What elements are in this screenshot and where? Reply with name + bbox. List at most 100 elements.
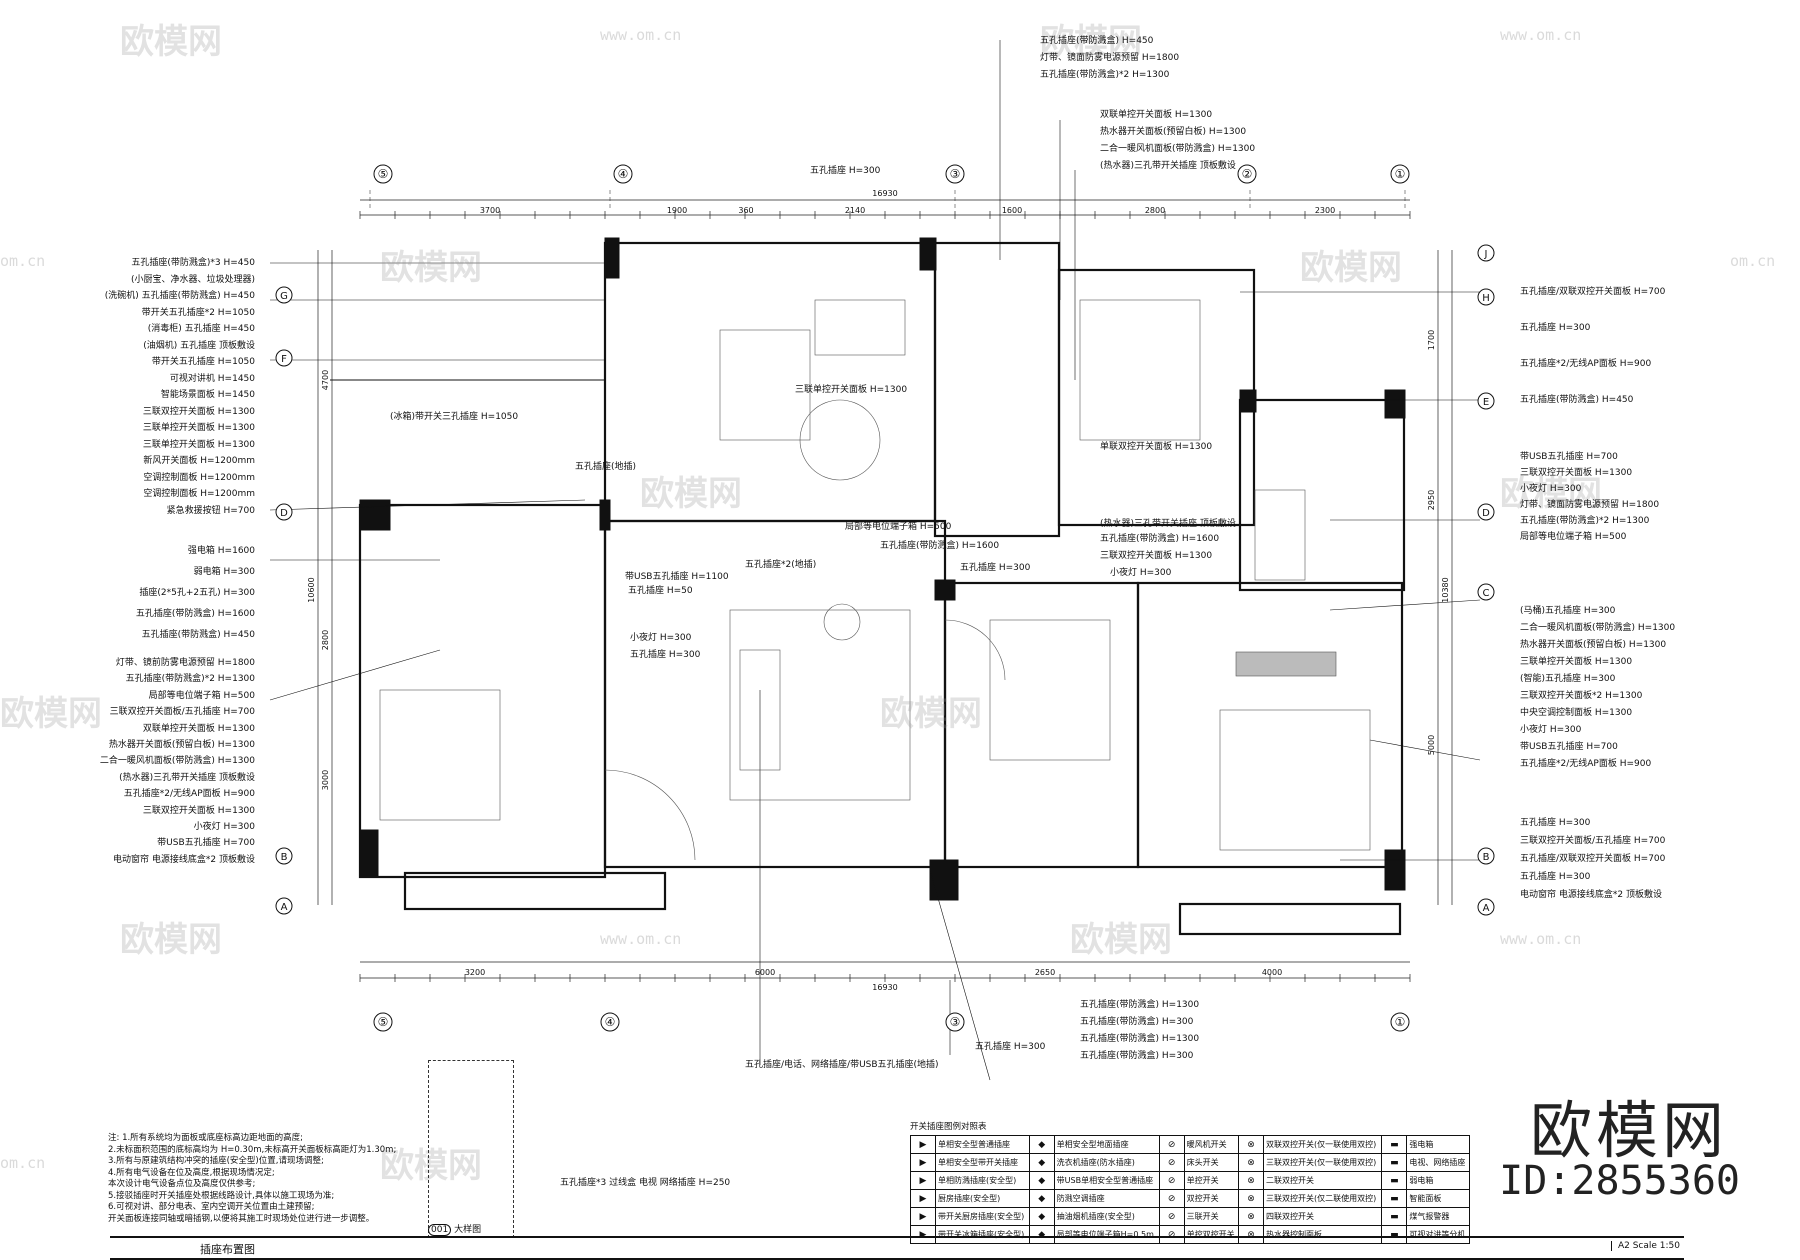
legend-text: 带开关厨房插座(安全型) [935, 1207, 1030, 1226]
axis-bubble-label: G [280, 291, 288, 302]
annotation-label: 三联单控开关面板 H=1300 [142, 439, 255, 450]
door-swing [944, 619, 1006, 681]
annotation-label: (冰箱)带开关三孔插座 H=1050 [390, 412, 519, 422]
wall-outline [1057, 268, 1256, 527]
wall-outline [403, 871, 667, 911]
axis-bubble [1477, 503, 1495, 521]
legend-row: ▶厨房插座(安全型)◆防溅空调插座⊘双控开关⊗三联双控开关(仅二联使用双控)▬智… [910, 1189, 1470, 1208]
annotation-label: 二合一暖风机面板(带防溅盒) H=1300 [99, 756, 255, 767]
legend-symbol-icon: ▬ [1381, 1189, 1408, 1208]
annotation-label: 单联双控开关面板 H=1300 [1100, 442, 1213, 452]
annotation-label: 三联双控开关面板 H=1300 [142, 805, 255, 816]
leader-line [929, 869, 991, 1081]
watermark-brand: 欧模网 [380, 248, 482, 288]
bed [379, 689, 501, 821]
axis-bubble-label: ③ [950, 167, 961, 181]
annotation-label: 二合一暖风机面板(带防溅盒) H=1300 [1100, 144, 1256, 154]
annotation-label: 三联双控开关面板 H=1300 [1100, 551, 1213, 561]
annotation-label: (小厨宝、净水器、垃圾处理器) [130, 274, 255, 285]
watermark-site: om.cn [0, 1154, 46, 1172]
legend-text: 暖风机开关 [1183, 1135, 1240, 1154]
note-line: 开关面板连接同轴或暗插钢,以便将其施工时现场处位进行进一步调整。 [108, 1213, 375, 1224]
axis-bubble [1477, 288, 1495, 306]
legend-symbol-icon: ⊗ [1238, 1171, 1265, 1190]
legend-symbol-icon: ◆ [1028, 1207, 1055, 1226]
annotation-label: 空调控制面板 H=1200mm [143, 472, 255, 483]
legend-symbol-icon: ⊗ [1238, 1189, 1265, 1208]
annotation-label: 五孔插座/双联双控开关面板 H=700 [1520, 287, 1666, 297]
axis-bubble [600, 1012, 620, 1032]
axis-bubble [275, 286, 293, 304]
legend-symbol-icon: ▬ [1381, 1153, 1408, 1172]
brand-id: ID:2855360 [1499, 1158, 1740, 1204]
annotation-label: 五孔插座/双联双控开关面板 H=700 [1520, 854, 1666, 864]
watermark-site: www.om.cn [1500, 930, 1582, 948]
note-line: 6.可视对讲、部分电表、室内空调开关位置由土建预留; [108, 1202, 315, 1212]
annotation-label: (热水器)三孔带开关插座 顶板敷设 [1100, 161, 1236, 171]
legend-table: ▶单相安全型普通插座◆单相安全型地面插座⊘暖风机开关⊗双联双控开关(仅一联使用双… [910, 1135, 1470, 1244]
legend-text: 二联双控开关 [1263, 1171, 1383, 1190]
annotation-label: 五孔插座*2(地插) [745, 560, 817, 570]
sheet-scale: A2 Scale 1:50 [1610, 1241, 1680, 1251]
wall-outline [358, 503, 607, 879]
axis-bubble-label: ⑤ [378, 167, 389, 181]
annotation-label: 五孔插座(带防溅盒) H=1600 [1100, 534, 1220, 544]
leader-line [269, 499, 586, 511]
legend-symbol-icon: ⊗ [1238, 1153, 1265, 1172]
detail-note: 五孔插座*3 过线盒 电视 网络插座 H=250 [560, 1178, 731, 1188]
axis-bubble-label: B [1483, 852, 1490, 863]
legend-symbol-icon: ⊘ [1158, 1171, 1185, 1190]
dim-text: 360 [738, 206, 753, 215]
annotation-label: 小夜灯 H=300 [630, 633, 692, 643]
annotation-label: (洗碗机) 五孔插座(带防溅盒) H=450 [104, 291, 255, 301]
annotation-label: 电动窗帘 电源接线底盒*2 顶板敷设 [1520, 890, 1662, 900]
legend-title: 开关插座图例对照表 [910, 1122, 987, 1132]
legend-symbol-icon: ▬ [1381, 1207, 1408, 1226]
legend-row: ▶单相防溅插座(安全型)◆带USB单相安全型普通插座⊘单控开关⊗二联双控开关▬弱… [910, 1171, 1470, 1190]
dim-text: 1600 [1002, 206, 1022, 215]
detail-tag: 001 [428, 1224, 452, 1236]
annotation-label: 三联单控开关面板 H=1300 [1520, 657, 1633, 667]
legend-symbol-icon: ▬ [1381, 1135, 1408, 1154]
dining-table [799, 399, 881, 481]
watermark-brand: 欧模网 [380, 1146, 482, 1186]
legend-text: 单控开关 [1183, 1171, 1240, 1190]
bed [1219, 709, 1371, 851]
annotation-label: (油烟机) 五孔插座 顶板敷设 [143, 340, 255, 351]
wardrobe-hatch [1235, 651, 1337, 677]
annotation-label: (热水器)三孔带开关插座 顶板敷设 [1100, 519, 1236, 529]
annotation-label: 五孔插座(带防溅盒) H=450 [141, 630, 255, 640]
axis-bubble [373, 164, 393, 184]
annotation-label: 智能场景面板 H=1450 [160, 390, 255, 400]
annotation-label: 带USB五孔插座 H=700 [157, 838, 255, 849]
legend-text: 三联双控开关(仅一联使用双控) [1263, 1153, 1383, 1172]
legend-text: 电视、网络插座 [1406, 1153, 1470, 1172]
annotation-label: 局部等电位端子箱 H=500 [148, 690, 255, 701]
axis-bubble-label: C [1483, 588, 1490, 599]
legend-text: 双联双控开关(仅一联使用双控) [1263, 1135, 1383, 1154]
annotation-label: 五孔插座 H=300 [1520, 818, 1591, 828]
annotation-label: 带USB五孔插座 H=700 [1520, 742, 1618, 752]
legend-text: 抽油烟机插座(安全型) [1053, 1207, 1160, 1226]
watermark-brand: 欧模网 [120, 22, 222, 62]
axis-bubble-label: ① [1395, 1015, 1406, 1029]
sheet-title: 插座布置图 [200, 1243, 255, 1256]
legend-symbol-icon: ⊘ [1158, 1135, 1185, 1154]
legend-symbol-icon: ◆ [1028, 1189, 1055, 1208]
axis-bubble [1477, 583, 1495, 601]
legend-symbol-icon: ◆ [1028, 1153, 1055, 1172]
annotation-label: 五孔插座(带防溅盒) H=1600 [135, 609, 255, 619]
legend-text: 单相安全型地面插座 [1053, 1135, 1160, 1154]
annotation-label: 局部等电位端子箱 H=500 [845, 522, 952, 532]
dim-text: 2650 [1035, 968, 1055, 977]
annotation-label: 三联单控开关面板 H=1300 [142, 423, 255, 433]
dim-text: 10600 [307, 577, 316, 602]
axis-bubble [1477, 392, 1495, 410]
wall-outline [1178, 902, 1402, 936]
door-swing [604, 769, 696, 861]
watermark-site: om.cn [1730, 252, 1776, 270]
note-line: 5.接驳插座时开关插座处根据线路设计,具体以施工现场为准; [108, 1190, 335, 1201]
legend-row: ▶带开关厨房插座(安全型)◆抽油烟机插座(安全型)⊘三联开关⊗四联双控开关▬煤气… [910, 1207, 1470, 1226]
brand-logo: 欧模网 [1529, 1094, 1728, 1167]
